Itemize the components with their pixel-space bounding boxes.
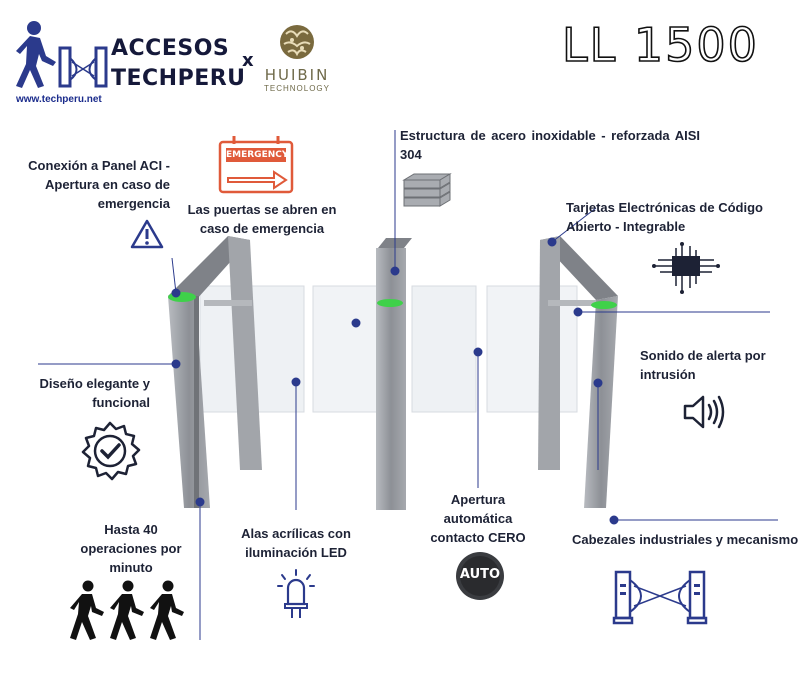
chip-icon <box>650 240 722 296</box>
brand-name-line2: TECHPERU <box>111 66 246 91</box>
partner-subtitle: TECHNOLOGY <box>263 84 330 93</box>
feature-emergency-doors: Las puertas se abren en caso de emergenc… <box>187 202 337 236</box>
brand-name-line1: ACCESOS <box>111 36 230 61</box>
turnstile-gate-icon <box>612 568 708 626</box>
feature-steel-structure: Estructura de acero inoxidable - reforza… <box>400 128 700 162</box>
partner-name: HUIBIN <box>264 66 330 84</box>
emergency-sign-text: EMERGENCY <box>226 150 289 160</box>
huibin-emblem-icon <box>280 25 314 59</box>
emergency-sign-icon: EMERGENCY <box>218 134 294 194</box>
feature-industrial-heads: Cabezales industriales y mecanismo con s… <box>572 532 800 547</box>
speaker-icon <box>682 392 726 432</box>
feature-auto-open: Apertura automática contacto CERO <box>430 492 526 545</box>
website-link[interactable]: www.techperu.net <box>16 94 102 105</box>
feature-electronics: Tarjetas Electrónicas de Código Abierto … <box>566 200 763 234</box>
feature-panel-aci: Conexión a Panel ACI - Apertura en caso … <box>28 158 170 211</box>
partner-connector: x <box>242 50 255 71</box>
feature-acrylic-wings: Alas acrílicas con iluminación LED <box>241 526 351 560</box>
feature-operations: Hasta 40 operaciones por minuto <box>80 522 182 575</box>
feature-alarm: Sonido de alerta por intrusión <box>640 348 766 382</box>
model-title: LL 1500 <box>561 17 759 73</box>
walking-person-gate-icon <box>16 21 108 88</box>
auto-button-icon: AUTO <box>454 550 506 602</box>
walking-people-icon <box>70 580 188 642</box>
led-bulb-icon <box>276 568 316 620</box>
auto-button-label: AUTO <box>459 567 501 582</box>
partner-logo: HUIBIN TECHNOLOGY <box>262 20 332 98</box>
quality-badge-icon <box>78 420 142 484</box>
steel-bars-icon <box>400 170 460 210</box>
brand-logo <box>12 18 112 90</box>
feature-design: Diseño elegante y funcional <box>39 376 150 410</box>
warning-icon <box>130 218 164 250</box>
